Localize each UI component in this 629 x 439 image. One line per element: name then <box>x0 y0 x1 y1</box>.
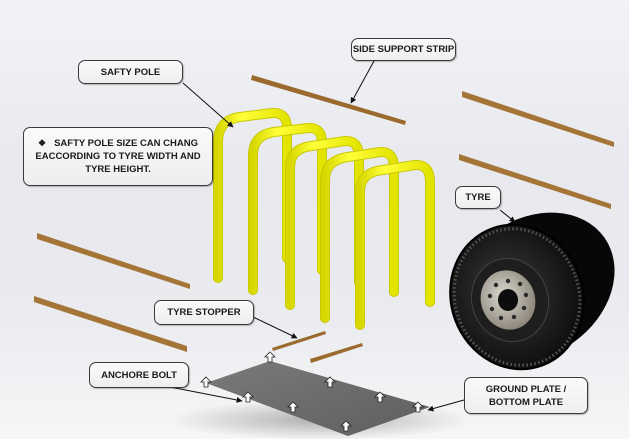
anchor-bolt-icon <box>374 391 386 403</box>
safety-pole <box>320 146 399 323</box>
anchor-bolts <box>200 351 424 432</box>
tyre <box>449 212 615 371</box>
label-ground-plate: GROUND PLATE / BOTTOM PLATE <box>464 377 588 414</box>
tyre-stopper <box>310 343 363 363</box>
anchor-bolt-icon <box>412 401 424 413</box>
label-side-support-strip: SIDE SUPPORT STRIP <box>351 38 456 61</box>
label-tyre: TYRE <box>455 186 501 209</box>
wheel-hub <box>498 289 518 311</box>
lug-nuts <box>487 278 529 321</box>
note-safety-pole-size: ❖SAFTY POLE SIZE CAN CHANG EACCORDING TO… <box>23 127 213 186</box>
anchor-bolt-icon <box>200 376 212 388</box>
side-support-strips <box>34 75 614 352</box>
leader-lines <box>169 60 516 412</box>
side-support-strip <box>459 154 611 209</box>
label-ground-plate-line-2: BOTTOM PLATE <box>488 396 564 408</box>
note-line-2: EACCORDING TO TYRE WIDTH AND <box>35 151 201 162</box>
anchor-bolt-icon <box>340 420 352 432</box>
note-line-1: ❖SAFTY POLE SIZE CAN CHANG <box>38 138 198 149</box>
tyre-stoppers <box>272 331 363 363</box>
tyre-stopper <box>272 331 326 351</box>
label-ground-plate-line-1: GROUND PLATE / <box>485 383 567 395</box>
leader-line-ground-plate <box>427 399 465 412</box>
leader-line-tyre-stopper <box>252 316 298 339</box>
anchor-bolt-icon <box>264 351 276 363</box>
leader-line-side-support-strip <box>350 60 375 104</box>
ground-plate <box>206 361 430 436</box>
leader-line-safety-pole <box>182 82 234 128</box>
label-side-support-strip-text: SIDE SUPPORT STRIP <box>352 44 455 55</box>
side-support-strip <box>37 233 190 289</box>
label-safety-pole: SAFTY POLE <box>78 60 183 84</box>
safety-poles <box>213 107 435 330</box>
anchor-bolt-icon <box>324 376 336 388</box>
anchor-bolt-icon <box>242 391 254 403</box>
label-safety-pole-text: SAFTY POLE <box>100 66 161 78</box>
label-anchor-bolt: ANCHORE BOLT <box>89 362 189 388</box>
leader-line-anchor-bolt <box>169 386 243 403</box>
safety-pole <box>355 159 435 330</box>
anchor-bolt-icon <box>287 401 299 413</box>
side-support-strip <box>251 75 406 125</box>
safety-pole <box>285 135 364 310</box>
safety-pole <box>213 107 292 283</box>
label-tyre-text: TYRE <box>465 192 491 203</box>
label-tyre-stopper-text: TYRE STOPPER <box>167 307 241 318</box>
side-support-strip <box>34 296 187 352</box>
label-anchor-bolt-text: ANCHORE BOLT <box>101 369 177 381</box>
side-support-strip <box>462 91 614 147</box>
safety-pole <box>248 122 327 295</box>
diamond-bullet-icon: ❖ <box>38 138 47 148</box>
label-tyre-stopper: TYRE STOPPER <box>154 300 254 325</box>
leader-line-tyre <box>499 209 516 223</box>
note-line-3: TYRE HEIGHT. <box>85 164 151 175</box>
